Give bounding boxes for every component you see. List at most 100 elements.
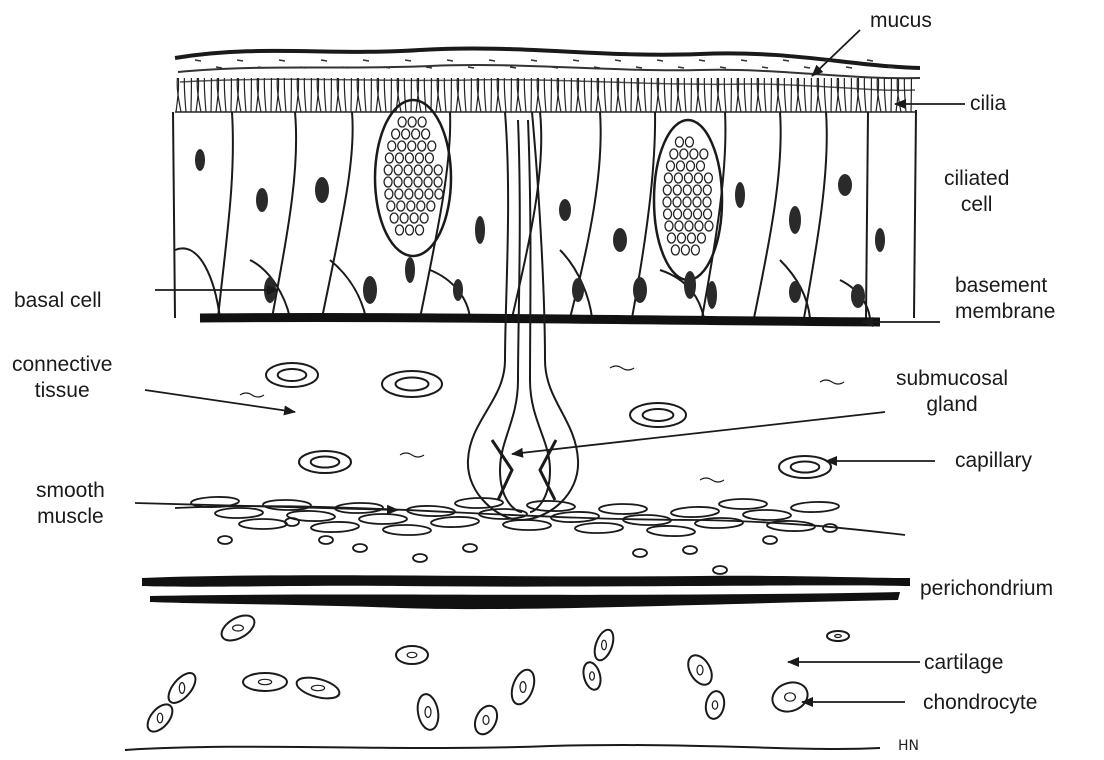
chondrocyte-cell	[507, 667, 538, 708]
goblet-vesicle	[681, 245, 689, 255]
muscle-spindle	[671, 506, 719, 518]
label-cartilage: cartilage	[924, 650, 1003, 676]
basement-membrane-line	[200, 317, 880, 322]
cilium-stroke	[204, 78, 206, 112]
goblet-vesicle	[387, 201, 395, 211]
mucus-speck	[489, 60, 495, 61]
cilium-stroke	[744, 78, 746, 112]
goblet-vesicle	[414, 177, 422, 187]
cilium-stroke	[244, 78, 246, 112]
label-smooth-muscle-line2: muscle	[36, 504, 105, 530]
cilium-stroke	[704, 78, 706, 112]
chondrocyte-cell	[683, 651, 716, 689]
goblet-vesicle	[417, 201, 425, 211]
chondrocyte-nucleus	[785, 693, 796, 701]
mucus-speck	[426, 67, 432, 68]
muscle-spindle	[599, 504, 647, 514]
cilia-layer	[175, 78, 915, 112]
mucus-speck	[573, 60, 579, 61]
chondrocyte-nucleus	[602, 640, 607, 650]
cilium-stroke	[864, 78, 866, 112]
mucus-speck	[657, 60, 663, 61]
mucus-speck	[846, 67, 852, 68]
label-basement-membrane-line1: basement	[955, 273, 1055, 299]
goblet-vesicle	[676, 161, 684, 171]
goblet-vesicle	[428, 141, 436, 151]
mucus-speck	[594, 67, 600, 68]
chondrocyte-cell	[704, 690, 727, 721]
muscle-spindle	[263, 500, 311, 511]
goblet-vesicle	[673, 185, 681, 195]
muscle-spindle	[287, 510, 335, 522]
chondrocyte-nucleus	[697, 665, 703, 675]
goblet-vesicle	[390, 213, 398, 223]
cilium-stroke	[224, 78, 226, 112]
goblet-vesicle	[385, 189, 393, 199]
goblet-vesicle	[684, 209, 692, 219]
goblet-vesicle	[670, 149, 678, 159]
mucus-speck	[636, 67, 642, 68]
goblet-vesicle	[680, 149, 688, 159]
cell-nucleus	[256, 188, 268, 212]
goblet-vesicle	[415, 189, 423, 199]
chondrocyte-nucleus	[157, 713, 162, 723]
goblet-vesicle	[671, 245, 679, 255]
cilium-stroke	[684, 78, 686, 112]
cilium-stroke	[504, 78, 506, 112]
muscle-cell-section	[319, 536, 333, 544]
mucus-speck	[447, 60, 453, 61]
chondrocyte-cell	[143, 700, 177, 736]
fiber-squiggle	[820, 380, 844, 384]
goblet-vesicle	[424, 165, 432, 175]
mucus-speck	[384, 67, 390, 68]
label-connective-tissue: connective tissue	[12, 352, 112, 404]
goblet-vesicle	[400, 213, 408, 223]
chondrocyte-cell	[396, 646, 428, 664]
mucus-speck	[783, 60, 789, 61]
goblet-vesicle	[663, 197, 671, 207]
goblet-vesicle	[664, 173, 672, 183]
muscle-cell-section	[353, 544, 367, 552]
label-cilia: cilia	[970, 91, 1006, 117]
goblet-vesicle	[398, 117, 406, 127]
goblet-vesicle	[694, 209, 702, 219]
goblet-vesicle	[704, 209, 712, 219]
cilium-stroke	[344, 78, 346, 112]
mucus-speck	[216, 67, 222, 68]
goblet-vesicle	[673, 197, 681, 207]
muscle-spindle	[791, 501, 839, 513]
cilium-stroke	[184, 78, 186, 112]
muscle-cell-section	[463, 544, 477, 552]
muscle-spindle	[359, 514, 407, 524]
mucus-speck	[279, 60, 285, 61]
muscle-cell-section	[763, 536, 777, 544]
cilium-stroke	[484, 78, 486, 112]
cilium-stroke	[524, 78, 526, 112]
goblet-vesicle	[405, 189, 413, 199]
capillary-outer	[630, 403, 686, 427]
mucus-speck	[720, 67, 726, 68]
muscle-cell-section	[713, 566, 727, 574]
goblet-vesicle	[407, 201, 415, 211]
goblet-vesicle	[663, 185, 671, 195]
cilium-stroke	[844, 78, 846, 112]
chondrocyte-nucleus	[483, 716, 489, 725]
label-basement-membrane-line2: membrane	[955, 299, 1055, 325]
cilium-stroke	[764, 78, 766, 112]
label-ciliated-cell: ciliated cell	[944, 166, 1009, 218]
goblet-vesicle	[704, 173, 712, 183]
goblet-vesicle	[683, 197, 691, 207]
cilium-stroke	[884, 78, 886, 112]
chondrocyte-nucleus	[590, 672, 595, 680]
fiber-squiggle	[240, 393, 264, 397]
cilium-stroke	[804, 78, 806, 112]
goblet-vesicle	[703, 197, 711, 207]
goblet-vesicle	[385, 153, 393, 163]
capillary-inner	[311, 457, 340, 468]
mucus-layer	[175, 48, 920, 90]
cell-nucleus	[875, 228, 885, 252]
goblet-vesicle	[427, 201, 435, 211]
goblet-vesicle	[422, 129, 430, 139]
goblet-vesicle	[394, 165, 402, 175]
cilium-stroke	[824, 78, 826, 112]
